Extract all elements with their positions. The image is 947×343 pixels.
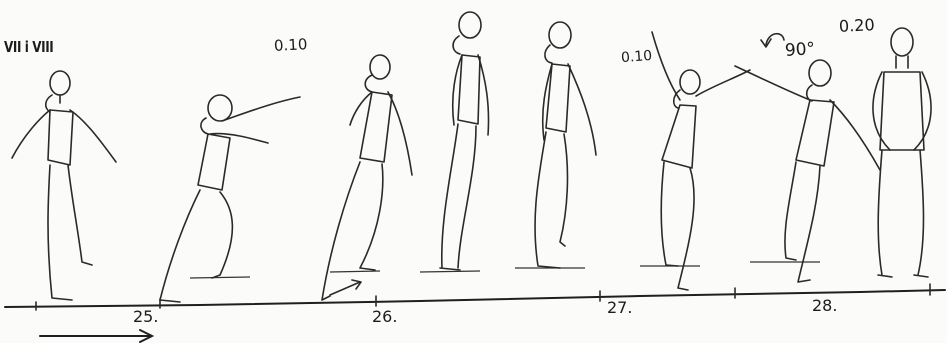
dancer-figure-3 — [322, 55, 412, 300]
dancer-figure-8 — [873, 28, 931, 277]
dancer-figure-6 — [652, 32, 750, 290]
section-label: VII i VIII — [4, 40, 53, 55]
count-label-28: 28. — [812, 298, 837, 314]
floor-line — [5, 290, 945, 307]
tempo-label-1: 0.10 — [274, 37, 308, 54]
dancer-figure-7 — [735, 60, 880, 282]
tempo-label-3: 0.20 — [839, 17, 875, 35]
count-label-27: 27. — [607, 300, 632, 316]
curved-arrow-icon — [761, 34, 784, 47]
right-arrow-icon — [40, 330, 152, 342]
dancer-figure-5 — [535, 22, 596, 268]
count-label-25: 25. — [133, 309, 158, 325]
foot-marks — [190, 262, 820, 278]
dancer-figure-2 — [160, 95, 300, 302]
dancer-figure-4 — [440, 12, 489, 270]
tempo-label-2: 0.10 — [621, 49, 653, 65]
count-label-26: 26. — [372, 309, 397, 325]
rotation-label: 90° — [784, 41, 815, 60]
step-arrow — [330, 280, 361, 295]
dancer-figure-1 — [12, 71, 116, 300]
